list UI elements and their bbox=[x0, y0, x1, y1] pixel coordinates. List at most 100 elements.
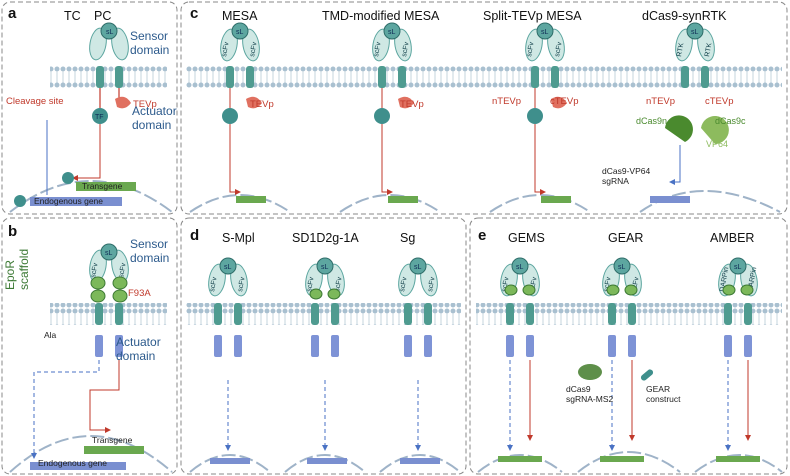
f93a-label: F93A bbox=[128, 288, 151, 299]
e-gems-ligand bbox=[511, 257, 529, 275]
epor-label: EpoRscaffold bbox=[3, 249, 31, 290]
c-ctevp-1: cTEVp bbox=[705, 96, 734, 107]
b-endogenous-bar bbox=[30, 462, 126, 470]
c-tmd-mesa-gene bbox=[388, 196, 418, 203]
b-icd-left bbox=[95, 335, 103, 357]
b-d-domain-0 bbox=[90, 276, 106, 290]
c-tmd-mesa-arm-right-text: scFv bbox=[401, 41, 411, 57]
e-amber-gene bbox=[716, 456, 760, 462]
b-d-domain-1 bbox=[112, 276, 128, 290]
b-endogenous-label: Endogenous gene bbox=[38, 458, 107, 468]
d-sd1d2g-arm-right-text: scFv bbox=[334, 276, 344, 292]
d-sg-ligand bbox=[409, 257, 427, 275]
tc-label: TC bbox=[64, 9, 81, 23]
d-sd1d2g-arm-left-text: scFv bbox=[306, 276, 316, 292]
c-rtk-tmd-left bbox=[681, 66, 689, 88]
c-split-tmd-right bbox=[551, 66, 559, 88]
e-title-0: GEMS bbox=[508, 231, 545, 245]
d-smpl-arm-left-text: scFv bbox=[209, 276, 219, 292]
transgene-label: Transgene bbox=[82, 181, 123, 191]
c-tmd-mesa-arm-left-text: scFv bbox=[373, 41, 383, 57]
c-tmd-mesa-sl-text: sL bbox=[388, 29, 396, 36]
c-tmd-mesa-signal-arrow bbox=[381, 124, 393, 195]
d-smpl-arm-right-text: scFv bbox=[237, 276, 247, 292]
d-smpl-icd-left bbox=[214, 335, 222, 357]
e-gear-tmd-left bbox=[608, 303, 616, 325]
e-title-1: GEAR bbox=[608, 231, 643, 245]
e-gear-arm-left-text: scFv bbox=[603, 276, 613, 292]
c-mesa-tmd-right bbox=[246, 66, 254, 88]
panel-a-letter: a bbox=[8, 5, 17, 22]
panel-b-receptor: sL scFv scFv bbox=[30, 243, 144, 470]
e-amber-d-0 bbox=[722, 284, 736, 296]
tevp-label: TEVp bbox=[133, 99, 157, 110]
c-dcas9n-shape bbox=[665, 115, 693, 142]
d-sg-gene bbox=[400, 458, 440, 464]
c-mesa-sl-text: sL bbox=[236, 29, 244, 36]
d-sg-sl-text: sL bbox=[414, 264, 422, 271]
panel-a-border bbox=[1, 1, 178, 215]
panel-c-text: c MESA TMD-modified MESA Split-TEVp MESA… bbox=[190, 5, 746, 186]
c-tmd-mesa-tmd-right bbox=[398, 66, 406, 88]
d-sd1d2g-gene bbox=[307, 458, 347, 464]
d-smpl-tmd-left bbox=[214, 303, 222, 325]
b-transgene-bar bbox=[84, 446, 144, 454]
c-split-tevp bbox=[551, 96, 567, 109]
c-tevp-0: TEVp bbox=[250, 99, 274, 110]
e-amber-icd-left bbox=[724, 335, 732, 357]
e-gear-icd-right bbox=[628, 335, 636, 357]
sl-label: sL bbox=[106, 29, 114, 36]
b-arm-right-text: scFv bbox=[118, 262, 128, 278]
e-gear-icd-left bbox=[608, 335, 616, 357]
b-arm-left-text: scFv bbox=[90, 262, 100, 278]
panel-a-receptor bbox=[14, 22, 136, 207]
e-dcas9-complex bbox=[578, 364, 602, 380]
d-smpl-sl-text: sL bbox=[224, 264, 232, 271]
c-ntevp-0: nTEVp bbox=[492, 96, 521, 107]
e-gems-d-0 bbox=[504, 284, 518, 296]
pc-label: PC bbox=[94, 9, 111, 23]
d-sg-icd-left bbox=[404, 335, 412, 357]
e-amber-tmd-left bbox=[724, 303, 732, 325]
c-split-tmd-left bbox=[531, 66, 539, 88]
c-mesa-tmd-left bbox=[226, 66, 234, 88]
panel-c-border bbox=[180, 1, 788, 215]
b-ligand bbox=[100, 243, 118, 261]
e-gems-arm-right-text: scFv bbox=[529, 276, 539, 292]
c-split-arm-left-text: scFv bbox=[526, 41, 536, 57]
c-split-sl-text: sL bbox=[541, 29, 549, 36]
c-split-arm-right-text: scFv bbox=[554, 41, 564, 57]
e-gems-tmd-left bbox=[506, 303, 514, 325]
e-amber-ligand bbox=[729, 257, 747, 275]
c-split-gene bbox=[541, 196, 571, 203]
e-amber-sl-text: sL bbox=[734, 264, 742, 271]
c-split-signal-arrow bbox=[534, 124, 546, 195]
c-mesa-arm-left-text: scFv bbox=[221, 41, 231, 57]
c-title-2: Split-TEVp MESA bbox=[483, 9, 582, 23]
e-amber-tmd-right bbox=[744, 303, 752, 325]
b-transgene-label: Transgene bbox=[92, 435, 133, 445]
panel-d-border bbox=[180, 217, 467, 475]
b-icd-right bbox=[115, 335, 123, 357]
d-sg-arm-left-text: scFv bbox=[399, 276, 409, 292]
c-title-1: TMD-modified MESA bbox=[322, 9, 440, 23]
e-gear-ligand bbox=[613, 257, 631, 275]
d-sd1d2g-d-0 bbox=[309, 288, 323, 300]
d-sd1d2g-icd-right bbox=[331, 335, 339, 357]
membrane-d bbox=[186, 303, 461, 325]
c-split-ligand bbox=[536, 22, 554, 40]
e-gems-icd-left bbox=[506, 335, 514, 357]
c-tmd-mesa-tf bbox=[374, 108, 390, 124]
d-sd1d2g-d-1 bbox=[327, 288, 341, 300]
membrane-a bbox=[50, 66, 167, 88]
panel-d-text: d S-Mpl SD1D2g-1A Sg bbox=[190, 227, 415, 245]
e-gear-d-1 bbox=[624, 284, 638, 296]
b-sl-text: sL bbox=[105, 250, 113, 257]
